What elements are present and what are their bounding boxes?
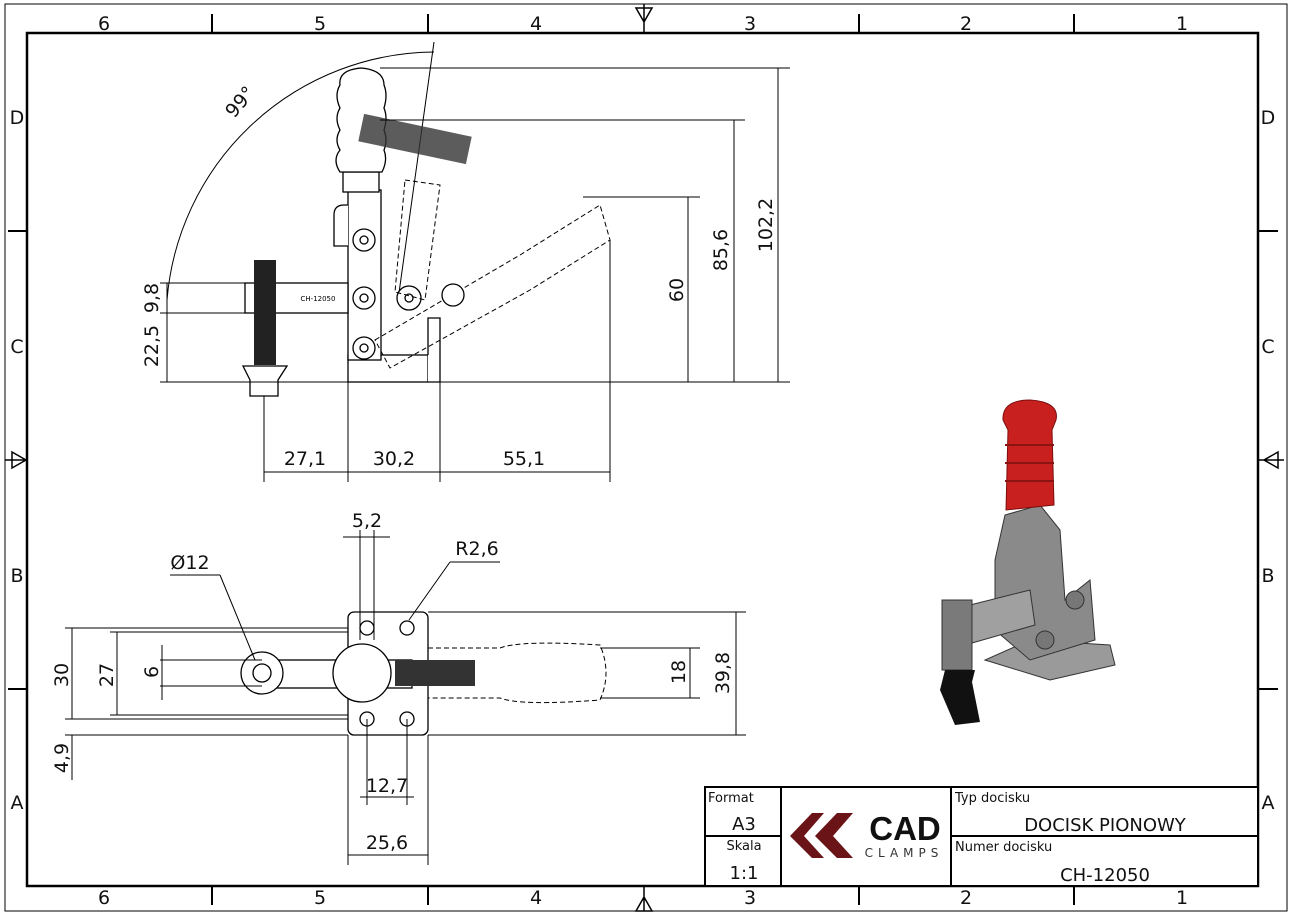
phantom-arm-upper [394, 179, 441, 301]
centering-arrows [5, 4, 1284, 912]
number-label: Numer docisku [955, 840, 1052, 855]
top-view: 5,2 R2,6 Ø12 30 27 6 18 39,8 4,9 12,7 25… [51, 510, 746, 865]
row-label: C [1261, 336, 1274, 358]
svg-text:CAD: CAD [869, 810, 941, 847]
dimension-label: 102,2 [755, 198, 777, 252]
row-label: B [10, 565, 23, 587]
row-labels: D C B A D C B A [10, 107, 1276, 814]
cad-clamps-logo: CAD CLAMPS [790, 810, 944, 860]
type-label: Typ docisku [954, 791, 1030, 806]
scale-value: 1:1 [730, 863, 759, 884]
spindle-pad [241, 365, 289, 397]
row-label: B [1261, 565, 1274, 587]
column-label: 5 [314, 13, 326, 35]
row-label: A [1262, 792, 1275, 814]
dimension-label: 27,1 [284, 448, 326, 470]
dimension-label: 25,6 [366, 832, 408, 854]
dimension-angle: 99° [221, 82, 260, 122]
dimension-label: 12,7 [366, 775, 408, 797]
column-label: 3 [744, 887, 756, 909]
isometric-render [940, 399, 1116, 725]
column-labels-bottom: 6 5 4 3 2 1 [98, 887, 1188, 909]
row-label: A [11, 792, 24, 814]
column-label: 1 [1176, 13, 1188, 35]
column-label: 3 [744, 13, 756, 35]
column-label: 6 [98, 887, 110, 909]
dimension-label: 6 [141, 666, 163, 678]
dimension-label: 85,6 [710, 229, 732, 271]
format-value: A3 [732, 814, 756, 835]
svg-text:CH-12050: CH-12050 [301, 295, 336, 303]
dimension-label: 5,2 [352, 510, 382, 532]
scale-label: Skala [726, 839, 761, 854]
column-label: 1 [1176, 887, 1188, 909]
dimension-label: 30,2 [373, 448, 415, 470]
clamp-body [347, 189, 382, 361]
row-label: D [10, 107, 25, 129]
dimension-label: 22,5 [141, 325, 163, 367]
svg-text:CLAMPS: CLAMPS [865, 846, 944, 860]
dimension-label: 4,9 [51, 743, 73, 773]
column-label: 5 [314, 887, 326, 909]
column-label: 4 [530, 13, 542, 35]
zone-ticks [8, 14, 1278, 905]
dimension-label: 39,8 [712, 652, 734, 694]
outer-border [4, 3, 1288, 912]
number-value: CH-12050 [1060, 865, 1150, 886]
column-labels-top: 6 5 4 3 2 1 [98, 13, 1188, 35]
dimension-label: 9,8 [141, 283, 163, 313]
type-value: DOCISK PIONOWY [1024, 815, 1187, 836]
body-top [332, 643, 392, 703]
dimension-label: 27 [96, 663, 118, 687]
dimension-label: 18 [668, 660, 690, 684]
side-view: CH-12050 99° 9,8 22,5 27,1 30,2 55,1 60 [141, 41, 790, 482]
dimension-label: 60 [666, 278, 688, 302]
iso-pad [940, 670, 980, 725]
column-label: 4 [530, 887, 542, 909]
format-label: Format [708, 791, 754, 806]
angle-arc [166, 51, 435, 301]
column-label: 2 [960, 13, 972, 35]
dimension-label: 30 [51, 663, 73, 687]
row-label: D [1261, 107, 1276, 129]
handle-top [428, 642, 607, 704]
spindle-bolt [254, 260, 276, 365]
dimension-label: Ø12 [170, 552, 209, 574]
column-label: 2 [960, 887, 972, 909]
drawing-frame [25, 31, 1260, 888]
row-label: C [10, 336, 23, 358]
title-block: Format A3 Skala 1:1 CAD CLAMPS Typ docis… [704, 786, 1259, 887]
column-label: 6 [98, 13, 110, 35]
dimension-label: R2,6 [455, 538, 498, 560]
iso-handle [1002, 399, 1057, 511]
dimension-label: 55,1 [503, 448, 545, 470]
